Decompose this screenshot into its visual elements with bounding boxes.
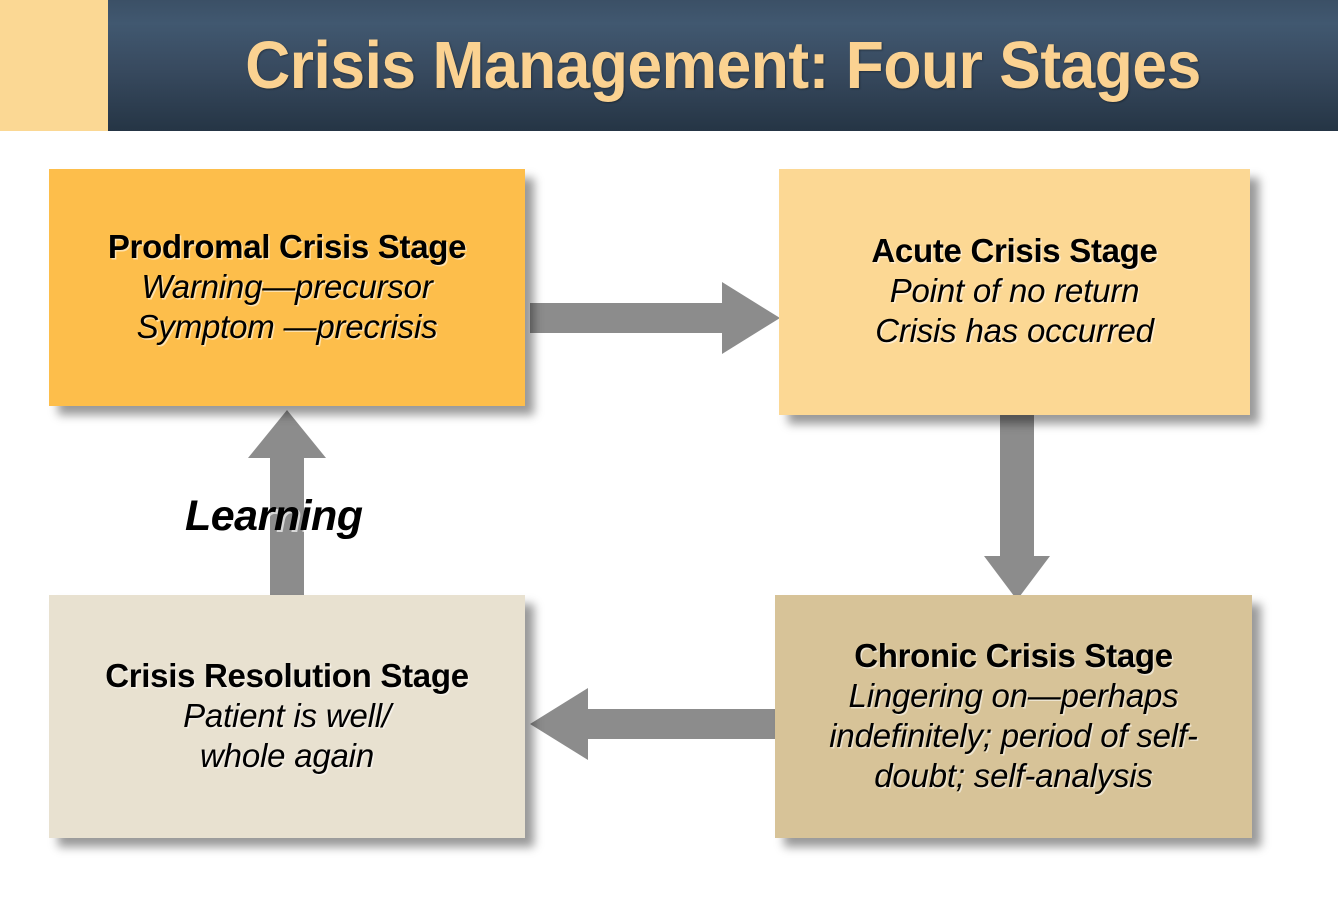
stage-body-chronic-line-3: doubt; self-analysis bbox=[874, 757, 1153, 795]
header-bar bbox=[108, 0, 1338, 131]
stage-body-resolution-line-2: whole again bbox=[200, 736, 374, 774]
stage-box-acute[interactable]: Acute Crisis Stage Point of no return Cr… bbox=[779, 169, 1250, 415]
header-accent-block bbox=[0, 0, 108, 131]
stage-body-prodromal-line-2: Symptom —precrisis bbox=[136, 307, 438, 345]
stage-box-chronic[interactable]: Chronic Crisis Stage Lingering on—perhap… bbox=[775, 595, 1252, 838]
stage-title-acute: Acute Crisis Stage bbox=[871, 232, 1158, 270]
stage-title-resolution: Crisis Resolution Stage bbox=[105, 656, 469, 694]
stage-title-prodromal: Prodromal Crisis Stage bbox=[107, 227, 467, 265]
stage-body-acute-line-2: Crisis has occurred bbox=[875, 312, 1154, 350]
stage-body-prodromal-line-1: Warning—precursor bbox=[141, 267, 433, 305]
stage-title-chronic: Chronic Crisis Stage bbox=[854, 636, 1173, 674]
stage-box-resolution[interactable]: Crisis Resolution Stage Patient is well/… bbox=[49, 595, 525, 838]
arrow-right-icon-prodromal-to-acute bbox=[530, 282, 780, 354]
arrow-down-icon-acute-to-chronic bbox=[984, 412, 1050, 600]
stage-box-prodromal[interactable]: Prodromal Crisis Stage Warning—precursor… bbox=[49, 169, 525, 406]
page-title: Crisis Management: Four Stages bbox=[245, 28, 1201, 103]
stage-body-chronic-line-1: Lingering on—perhaps bbox=[848, 676, 1179, 714]
arrow-up-icon-resolution-to-prodromal bbox=[248, 410, 326, 600]
stage-body-chronic-line-2: indefinitely; period of self- bbox=[829, 716, 1198, 754]
arrow-left-icon-chronic-to-resolution bbox=[530, 688, 780, 760]
connector-label-learning: Learning bbox=[185, 492, 363, 540]
stage-body-acute-line-1: Point of no return bbox=[889, 272, 1140, 310]
stage-body-resolution-line-1: Patient is well/ bbox=[183, 696, 391, 734]
